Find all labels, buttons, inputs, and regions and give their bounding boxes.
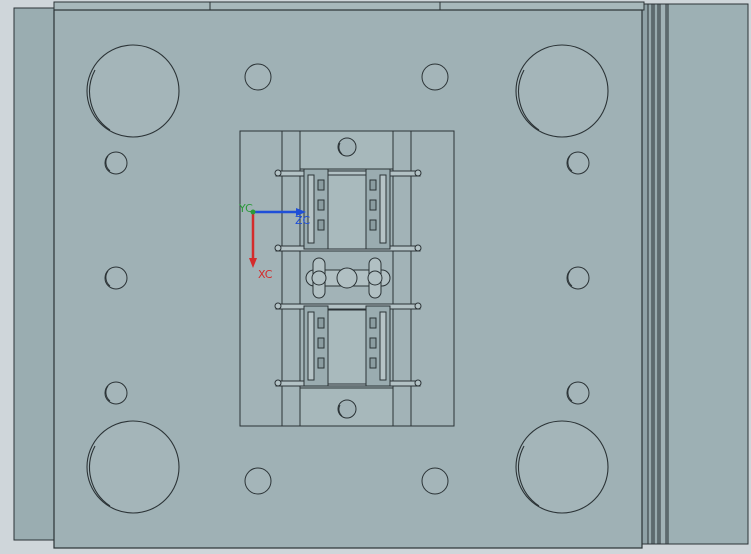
guide-bushing-holes — [86, 44, 609, 514]
cavity-inserts[interactable] — [303, 168, 391, 387]
plate-top-edge — [53, 1, 645, 11]
axis-label-z: ZC — [295, 214, 311, 227]
guide-hole-top-left[interactable] — [86, 44, 180, 138]
axis-label-x: XC — [258, 268, 273, 281]
small-through-holes — [244, 63, 449, 495]
guide-hole-bottom-right[interactable] — [515, 420, 609, 514]
runner-system — [305, 257, 391, 299]
guide-hole-bottom-left[interactable] — [86, 420, 180, 514]
plate-back-left — [13, 7, 55, 541]
guide-hole-top-right[interactable] — [515, 44, 609, 138]
plate-stack-side — [639, 3, 749, 545]
axis-label-y: YC — [238, 202, 253, 215]
coordinate-triad: YC ZC XC — [238, 202, 311, 281]
screw-holes — [104, 151, 590, 405]
